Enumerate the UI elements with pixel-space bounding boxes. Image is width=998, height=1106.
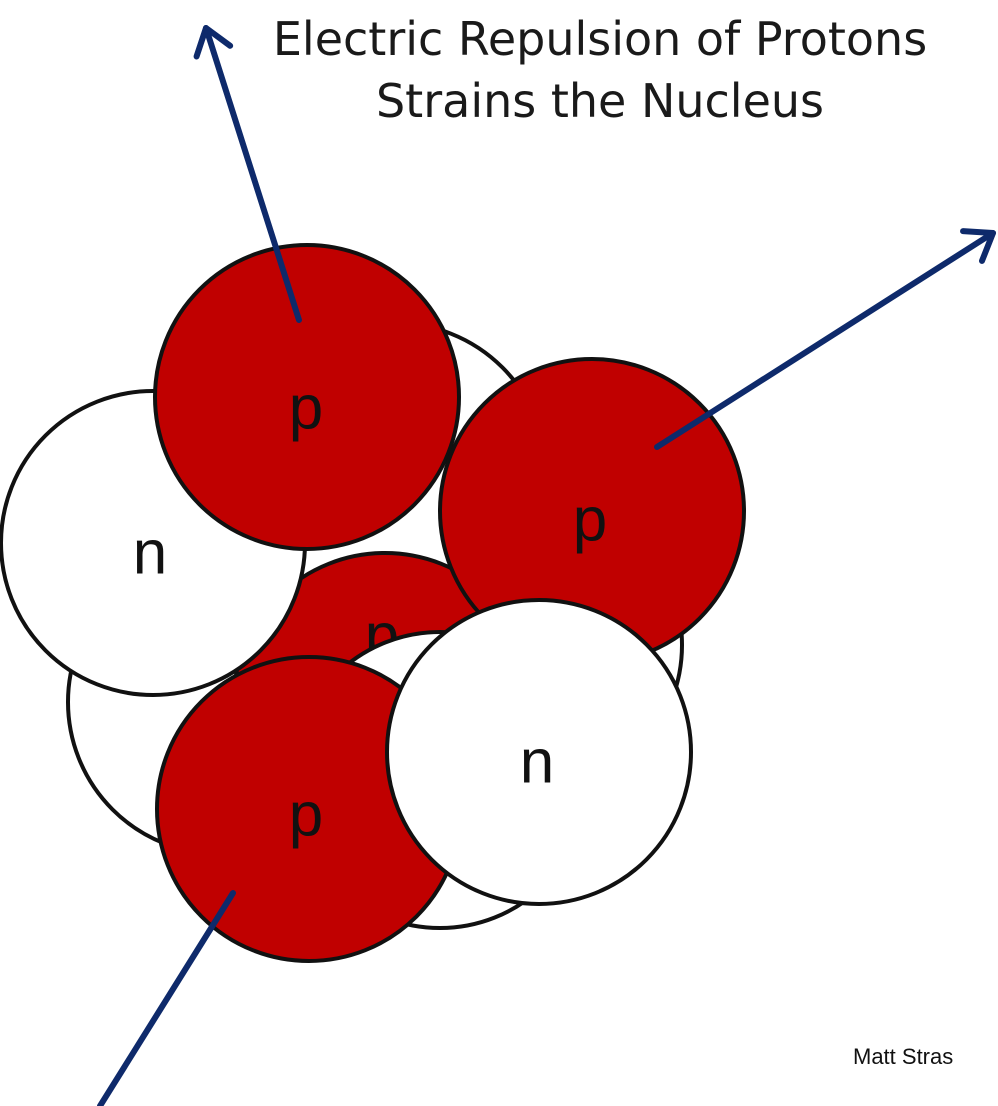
neutron-front: n (385, 598, 693, 906)
proton-label: p (289, 780, 323, 849)
neutron-label: n (133, 518, 167, 587)
arrow-shaft (654, 230, 996, 450)
author-credit: Matt Stras (853, 1044, 954, 1069)
proton-label: p (573, 485, 607, 554)
arrow-head (960, 228, 996, 264)
neutron-circle (385, 598, 693, 906)
arrow-shaft (97, 890, 236, 1106)
arrow-down-left (97, 890, 236, 1106)
arrow-up (193, 25, 302, 323)
arrow-head (193, 25, 234, 60)
proton-top: p (153, 243, 461, 551)
diagram-title: Electric Repulsion of Protons Strains th… (250, 8, 950, 132)
arrow-shaft (203, 25, 302, 323)
title-line-1: Electric Repulsion of Protons (272, 12, 928, 66)
arrow-right (654, 228, 996, 450)
proton-label: p (289, 373, 323, 442)
neutron-label: n (520, 727, 554, 796)
proton-circle (153, 243, 461, 551)
title-line-2: Strains the Nucleus (375, 74, 825, 128)
proton-right: p (438, 357, 746, 665)
